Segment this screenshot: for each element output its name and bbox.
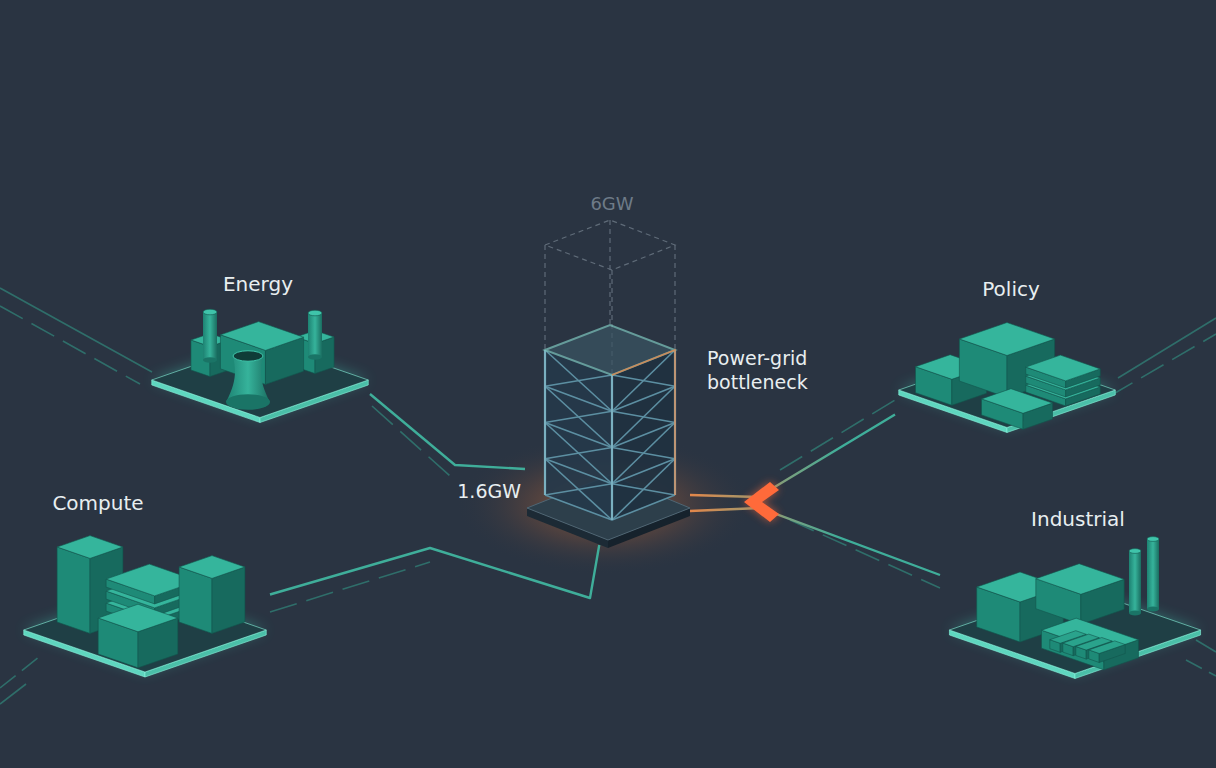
building-block [981, 389, 1052, 430]
platform-glow [152, 343, 369, 418]
cluster-label: Compute [52, 491, 143, 515]
building-block [220, 322, 303, 385]
cluster-node: Energy [150, 270, 370, 425]
node-illustration [20, 490, 270, 680]
node-illustration [525, 345, 690, 545]
building-block [1036, 564, 1124, 625]
bottleneck-note: Power-grid bottleneck [707, 347, 837, 395]
cluster-node: Policy [895, 275, 1120, 430]
capacity-current: 1.6GW [457, 480, 521, 503]
grid-connector [270, 545, 599, 598]
chimney [308, 310, 322, 360]
node-illustration [940, 505, 1200, 680]
capacity-target: 6GW [590, 193, 633, 215]
platform [152, 343, 369, 423]
sawtooth-roof [1089, 641, 1125, 663]
grid-connector [690, 508, 940, 575]
cluster-node: Compute [20, 490, 270, 680]
building-block [98, 604, 178, 668]
cooling-tower [226, 351, 270, 410]
grid-connector [370, 394, 525, 469]
cluster-label: Industrial [1031, 507, 1125, 531]
chimney [1129, 549, 1141, 616]
capacity-outline [545, 220, 675, 375]
lattice-tower [545, 325, 675, 520]
grid-tower-node: 6GW1.6GWPower-grid bottleneck [525, 345, 690, 545]
cluster-node: Industrial [940, 505, 1200, 680]
chimney [1147, 537, 1159, 612]
building-block [1042, 618, 1139, 670]
chimney [203, 309, 217, 363]
cluster-label: Policy [982, 277, 1040, 301]
building-block [1026, 355, 1100, 388]
background-wires [0, 288, 1216, 704]
cluster-label: Energy [223, 272, 293, 296]
building-block [179, 556, 245, 634]
bottleneck-chevron [744, 482, 779, 522]
grid-connector [690, 415, 895, 498]
bottleneck-glow [744, 482, 779, 522]
